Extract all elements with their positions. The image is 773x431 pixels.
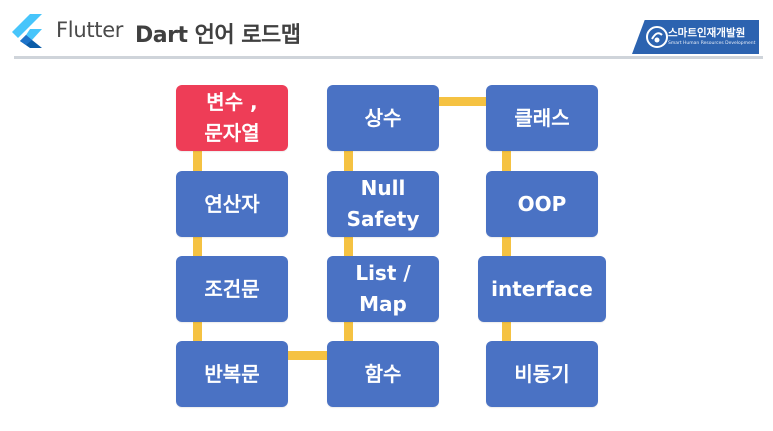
header-divider	[14, 56, 763, 59]
connector	[193, 150, 202, 172]
connector	[502, 321, 511, 342]
org-name: 스마트인재개발원	[668, 27, 746, 39]
page-title: Dart 언어 로드맵	[135, 23, 301, 48]
org-badge: 스마트인재개발원 Smart Human Resources Developme…	[632, 20, 759, 54]
node-null-safety: Null Safety	[327, 171, 439, 237]
node-constants: 상수	[327, 85, 439, 151]
node-loops: 반복문	[176, 341, 288, 407]
brand-name: Flutter	[56, 18, 124, 42]
flutter-logo-icon	[12, 14, 42, 48]
connector	[344, 150, 353, 172]
connector	[502, 236, 511, 257]
header: Flutter Dart 언어 로드맵 스마트인재개발원 Smart Human…	[0, 0, 773, 59]
connector	[193, 236, 202, 257]
node-conditionals: 조건문	[176, 256, 288, 322]
node-operators: 연산자	[176, 171, 288, 237]
connector	[287, 351, 328, 360]
node-functions: 함수	[327, 341, 439, 407]
node-oop: OOP	[486, 171, 598, 237]
connector	[438, 97, 487, 106]
node-variables: 변수 , 문자열	[176, 85, 288, 151]
connector	[344, 321, 353, 342]
org-subtitle: Smart Human Resources Development	[668, 41, 756, 46]
connector	[344, 236, 353, 257]
node-async: 비동기	[486, 341, 598, 407]
node-classes: 클래스	[486, 85, 598, 151]
node-interface: interface	[478, 256, 606, 322]
node-list-map: List / Map	[327, 256, 439, 322]
org-logo-icon	[646, 26, 668, 48]
connector	[193, 321, 202, 342]
connector	[502, 150, 511, 172]
